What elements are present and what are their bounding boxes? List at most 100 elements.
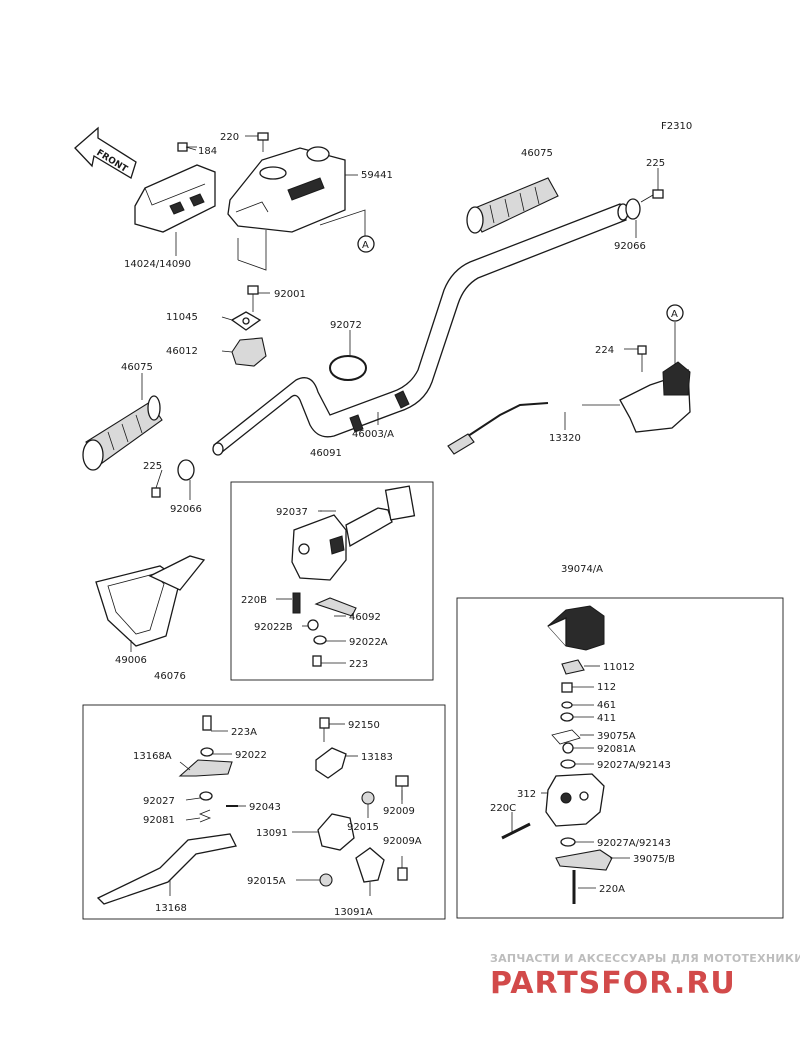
part-46075-grip-right xyxy=(466,177,559,234)
label-312: 312 xyxy=(517,789,536,800)
part-13183-bracket xyxy=(315,747,347,779)
figure-code: F2310 xyxy=(661,121,692,132)
label-group-39074: 39074/A xyxy=(561,564,603,575)
part-49006-hand-guard xyxy=(95,555,206,647)
ref-marker-a-right: A xyxy=(666,304,684,322)
part-92072-clamp xyxy=(329,355,367,381)
label-223A: 223A xyxy=(231,727,257,738)
label-461: 461 xyxy=(597,700,616,711)
part-92022B-spring xyxy=(307,619,319,631)
throttle-housing xyxy=(619,361,691,433)
part-13091-switch-bracket xyxy=(317,813,355,851)
label-13091: 13091 xyxy=(256,828,288,839)
label-411: 411 xyxy=(597,713,616,724)
ref-marker-a-top: A xyxy=(357,235,375,253)
label-224: 224 xyxy=(595,345,614,356)
part-411-nut xyxy=(560,712,574,722)
part-92081A-spring xyxy=(562,742,574,754)
part-92015-nut xyxy=(361,791,375,805)
part-92001-bolt xyxy=(247,285,259,312)
label-13320: 13320 xyxy=(549,433,581,444)
leader-lines xyxy=(130,135,659,896)
ref-line-a-top xyxy=(319,209,366,248)
part-223A-screw xyxy=(202,715,212,731)
label-11012: 11012 xyxy=(603,662,635,673)
label-184: 184 xyxy=(198,146,217,157)
part-224-screw xyxy=(637,345,647,372)
label-223: 223 xyxy=(349,659,368,670)
part-225-bolt-right xyxy=(640,189,664,203)
label-92027: 92027 xyxy=(143,796,175,807)
part-46075-grip-left xyxy=(82,395,163,471)
part-46003-handlebar xyxy=(212,203,629,456)
label-46003: 46003/A xyxy=(352,429,394,440)
label-92022: 92022 xyxy=(235,750,267,761)
part-92027A-spacer-bottom xyxy=(560,837,576,847)
label-11045: 11045 xyxy=(166,312,198,323)
part-92081-spring xyxy=(198,809,212,823)
label-92015: 92015 xyxy=(347,822,379,833)
part-92066-bar-end-right xyxy=(625,198,641,220)
label-92150: 92150 xyxy=(348,720,380,731)
label-92027A-1: 92027A/92143 xyxy=(597,760,671,771)
label-46075-top: 46075 xyxy=(521,148,553,159)
part-92150-bolt xyxy=(319,717,330,742)
part-14024-cover xyxy=(134,164,216,233)
part-312-housing xyxy=(545,773,605,827)
label-13183: 13183 xyxy=(361,752,393,763)
part-92066-bar-end-left xyxy=(177,459,195,481)
label-92081A: 92081A xyxy=(597,744,636,755)
part-92009A-bolt xyxy=(397,867,408,881)
guide-lines xyxy=(237,230,267,271)
label-13091A: 13091A xyxy=(334,907,373,918)
label-225-top: 225 xyxy=(646,158,665,169)
label-92081: 92081 xyxy=(143,815,175,826)
watermark-logo: PARTSFOR.RU xyxy=(490,966,736,1001)
label-225-left: 225 xyxy=(143,461,162,472)
label-220B: 220B xyxy=(241,595,267,606)
svg-text:A: A xyxy=(362,240,369,251)
label-92015A: 92015A xyxy=(247,876,286,887)
part-92022-washer xyxy=(200,747,214,757)
part-92027A-spacer-top xyxy=(560,759,576,769)
label-92009: 92009 xyxy=(383,806,415,817)
label-49006: 49006 xyxy=(115,655,147,666)
label-92037: 92037 xyxy=(276,507,308,518)
part-13168-clutch-lever xyxy=(96,833,237,905)
label-13168: 13168 xyxy=(155,903,187,914)
part-46092 xyxy=(314,597,357,617)
label-92027A-2: 92027A/92143 xyxy=(597,838,671,849)
part-92022A-washer xyxy=(313,635,327,645)
part-92027-collar xyxy=(199,791,213,801)
part-11045-bracket xyxy=(230,311,262,331)
label-46012: 46012 xyxy=(166,346,198,357)
label-92009A: 92009A xyxy=(383,836,422,847)
part-13320-throttle-cable xyxy=(447,402,620,455)
label-group-46076: 46076 xyxy=(154,671,186,682)
label-92066-left: 92066 xyxy=(170,504,202,515)
part-39075B-lever xyxy=(555,849,613,871)
part-13168A-bracket xyxy=(178,759,233,777)
part-112-screw xyxy=(561,682,573,693)
part-220C-screw xyxy=(501,822,531,840)
front-arrow-icon: FRONT xyxy=(74,126,137,179)
part-13091A-bracket xyxy=(355,847,385,883)
label-92043: 92043 xyxy=(249,802,281,813)
part-39074-switch-cover xyxy=(547,605,605,651)
label-220A: 220A xyxy=(599,884,625,895)
label-14024: 14024/14090 xyxy=(124,259,191,270)
part-92015A-nut xyxy=(319,873,333,887)
part-46012-holder xyxy=(231,337,267,367)
part-switch-46091 xyxy=(291,485,416,581)
part-220B-screw xyxy=(292,592,301,614)
part-223-screw xyxy=(312,655,322,667)
label-220: 220 xyxy=(220,132,239,143)
label-92022B: 92022B xyxy=(254,622,293,633)
label-39075B: 39075/B xyxy=(633,854,675,865)
label-92022A: 92022A xyxy=(349,637,388,648)
part-59441-housing xyxy=(227,146,346,233)
part-461-washer xyxy=(561,701,573,709)
part-225-bolt-left xyxy=(151,487,161,498)
label-group-46091: 46091 xyxy=(310,448,342,459)
